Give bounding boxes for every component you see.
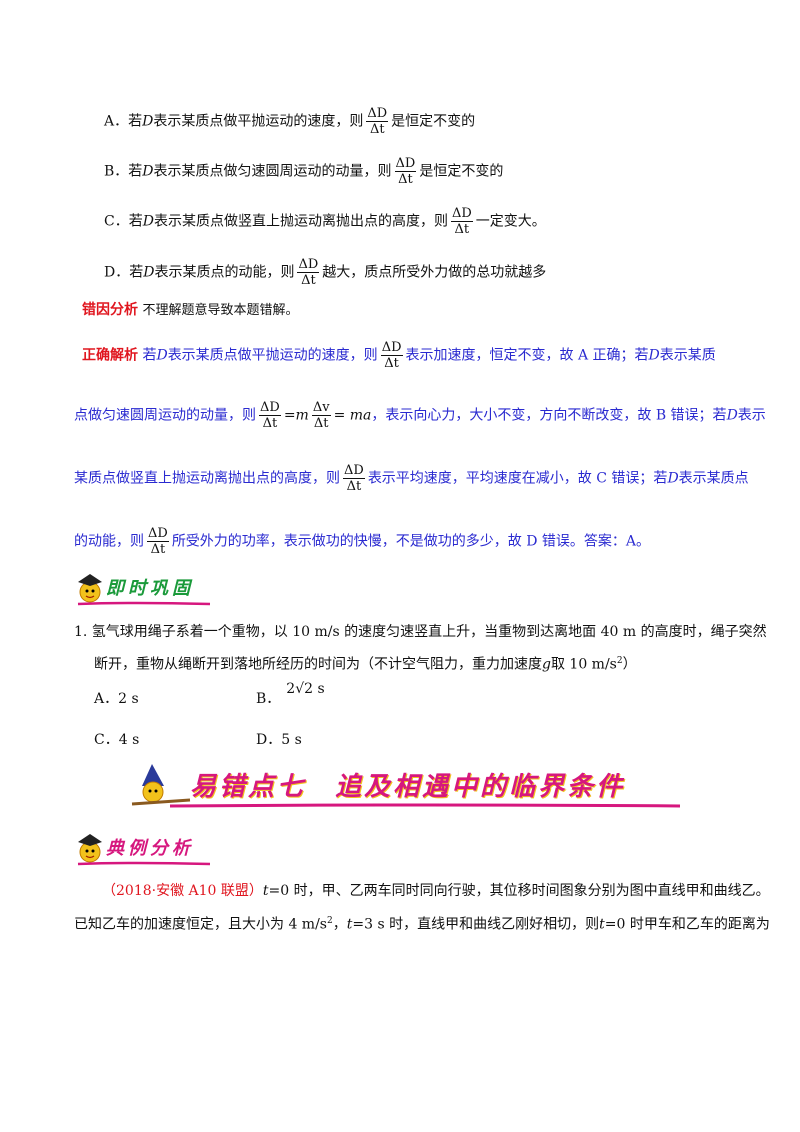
question-1-line-1: 1. 氢气球用绳子系着一个重物，以 10 m/s 的速度匀速竖直上升，当重物到达… xyxy=(74,624,767,640)
question-1-option-d: D．5 s xyxy=(256,732,302,748)
example-line-1: （2018·安徽 A10 联盟）t=0 时，甲、乙两车同时同向行驶，其位移时间图… xyxy=(102,883,770,899)
question-1-option-c: C．4 s xyxy=(94,732,140,748)
mascot-icon xyxy=(77,574,211,606)
section-banner: 易错点七 追及相遇中的临界条件 xyxy=(130,760,690,812)
question-1-option-a: A．2 s xyxy=(94,691,139,707)
section-tag-practice-label: 即时巩固 xyxy=(106,578,194,599)
error-analysis: 错因分析 不理解题意导致本题错解。 xyxy=(82,300,298,321)
example-line-2: 已知乙车的加速度恒定，且大小为 4 m/s2，t=3 s 时，直线甲和曲线乙刚好… xyxy=(74,916,770,933)
error-analysis-heading: 错因分析 xyxy=(82,302,138,318)
section-tag-example: 典例分析 xyxy=(70,828,220,868)
example-source: （2018·安徽 A10 联盟） xyxy=(102,883,263,899)
correct-analysis-heading: 正确解析 xyxy=(82,347,138,364)
question-1-option-b: B．2√2 s xyxy=(256,681,325,707)
error-analysis-text: 不理解题意导致本题错解。 xyxy=(142,303,299,318)
section-banner-title: 易错点七 追及相遇中的临界条件 xyxy=(190,772,626,802)
mascot-icon xyxy=(77,834,211,866)
section-tag-practice: 即时巩固 xyxy=(70,568,220,608)
section-tag-example-label: 典例分析 xyxy=(106,838,194,859)
wizard-mascot-icon xyxy=(131,764,681,808)
question-1-line-2: 断开，重物从绳断开到落地所经历的时间为（不计空气阻力，重力加速度g取 10 m/… xyxy=(94,656,637,673)
